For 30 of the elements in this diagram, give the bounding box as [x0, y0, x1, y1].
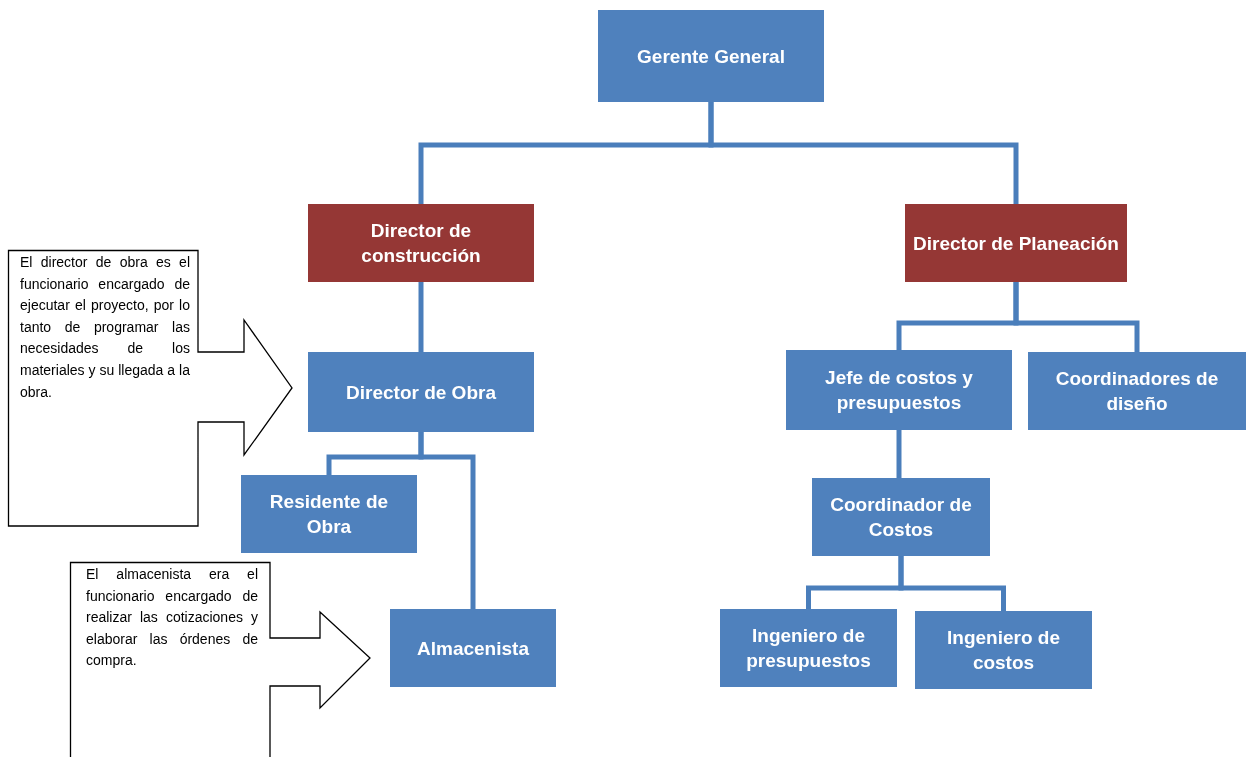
position-title: Ingeniero de costos — [946, 626, 1061, 675]
connector-line — [708, 102, 1019, 204]
position-box — [598, 10, 824, 102]
position-title: Director de Planeación — [913, 231, 1119, 256]
position-title: Coordinadores de diseño — [1054, 367, 1220, 416]
position-title: Director de Obra — [346, 380, 496, 405]
position-title: Residente de Obra — [268, 490, 390, 539]
position-title: Director de construcción — [360, 219, 482, 268]
position-box — [812, 478, 990, 556]
position-title: Almacenista — [417, 636, 529, 661]
position-title: Coordinador de Costos — [829, 493, 973, 542]
position-title: Gerente General — [637, 44, 785, 69]
position-box — [308, 352, 534, 432]
position-box — [1028, 352, 1246, 430]
position-box — [915, 611, 1092, 689]
callout-text: El director de obra es el funcionario encargado de ejecutar el proyecto, por lo tanto de programar las necesidades de los materiales y su llegada a la obra. — [20, 253, 190, 402]
position-box — [390, 609, 556, 687]
position-title: Jefe de costos y presupuestos — [824, 366, 974, 415]
connector-line — [898, 556, 1006, 611]
position-box — [241, 475, 417, 553]
position-title: Ingeniero de presupuestos — [745, 624, 872, 673]
connector-line — [1013, 282, 1140, 352]
position-box — [308, 204, 534, 282]
position-box — [905, 204, 1127, 282]
connector-line — [418, 432, 476, 609]
position-box — [786, 350, 1012, 430]
connector-line — [896, 430, 902, 478]
position-box — [720, 609, 897, 687]
connector-line — [418, 282, 424, 352]
callout-text: El almacenista era el funcionario encargado de realizar las cotizaciones y elaborar las órdenes de compra. — [86, 565, 258, 671]
